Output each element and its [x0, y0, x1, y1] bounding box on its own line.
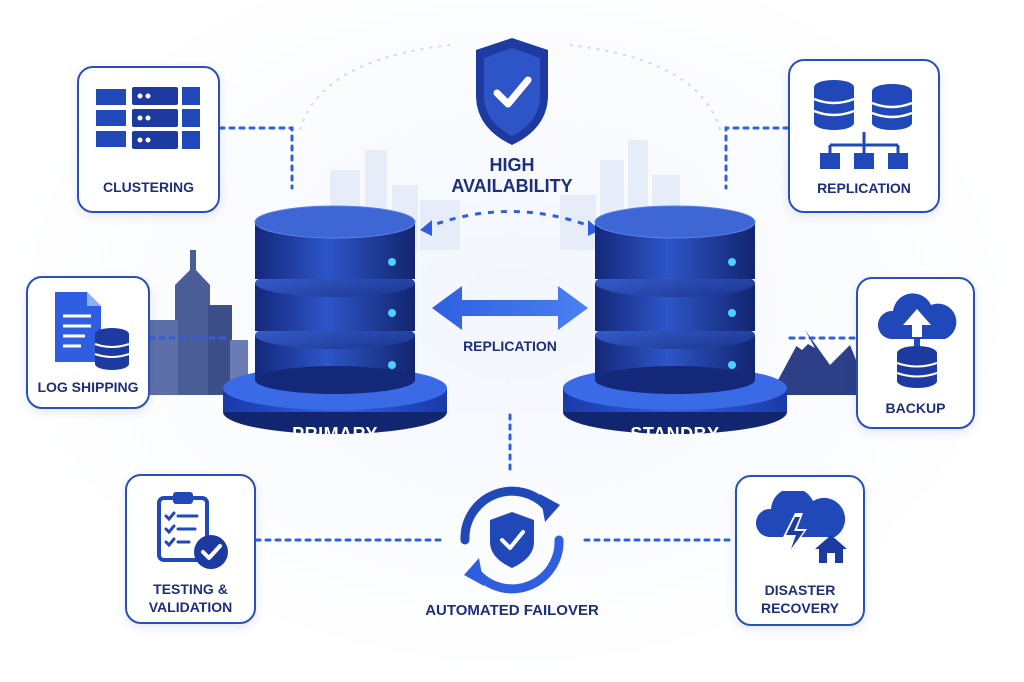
database-tree-icon: [813, 80, 913, 169]
shield-check-icon: [476, 38, 548, 145]
document-database-icon: [55, 292, 130, 370]
dotted-connectors: [148, 126, 858, 542]
standby-database-server: [563, 205, 787, 434]
replication-label: REPLICATION: [463, 338, 557, 354]
testing-validation-label: TESTING & VALIDATION: [148, 581, 233, 615]
status-led: [728, 258, 736, 266]
clipboard-check-icon: [157, 492, 228, 569]
disaster-recovery-label: DISASTER RECOVERY: [760, 582, 840, 616]
primary-label: PRIMARY: [292, 424, 378, 444]
log-shipping-label: LOG SHIPPING: [37, 379, 139, 395]
city-buildings-illustration: [150, 250, 248, 395]
replication-card-label: REPLICATION: [817, 180, 911, 196]
clustering-label: CLUSTERING: [103, 179, 194, 195]
disaster-recovery-card[interactable]: DISASTER RECOVERY: [735, 475, 865, 626]
log-shipping-card[interactable]: LOG SHIPPING: [26, 276, 150, 409]
server-rack-icon: [96, 87, 200, 149]
primary-database-server: [223, 205, 447, 434]
status-led: [388, 309, 396, 317]
high-availability-title: HIGH AVAILABILITY: [451, 155, 573, 196]
status-led: [388, 361, 396, 369]
cycle-shield-icon: [460, 486, 564, 594]
backup-card[interactable]: BACKUP: [856, 277, 975, 429]
status-led: [388, 258, 396, 266]
standby-label: STANDBY: [630, 424, 720, 444]
clustering-card[interactable]: CLUSTERING: [77, 66, 220, 213]
arc-connectors: [299, 44, 721, 131]
storm-house-icon: [755, 491, 847, 563]
automated-failover-label: AUTOMATED FAILOVER: [425, 602, 599, 619]
status-led: [728, 309, 736, 317]
mountain-illustration: [770, 330, 870, 395]
testing-validation-card[interactable]: TESTING & VALIDATION: [125, 474, 256, 624]
status-led: [728, 361, 736, 369]
replication-double-arrow: [432, 286, 588, 330]
replication-card[interactable]: REPLICATION: [788, 59, 940, 213]
cloud-upload-database-icon: [877, 293, 957, 388]
backup-label: BACKUP: [885, 400, 946, 416]
